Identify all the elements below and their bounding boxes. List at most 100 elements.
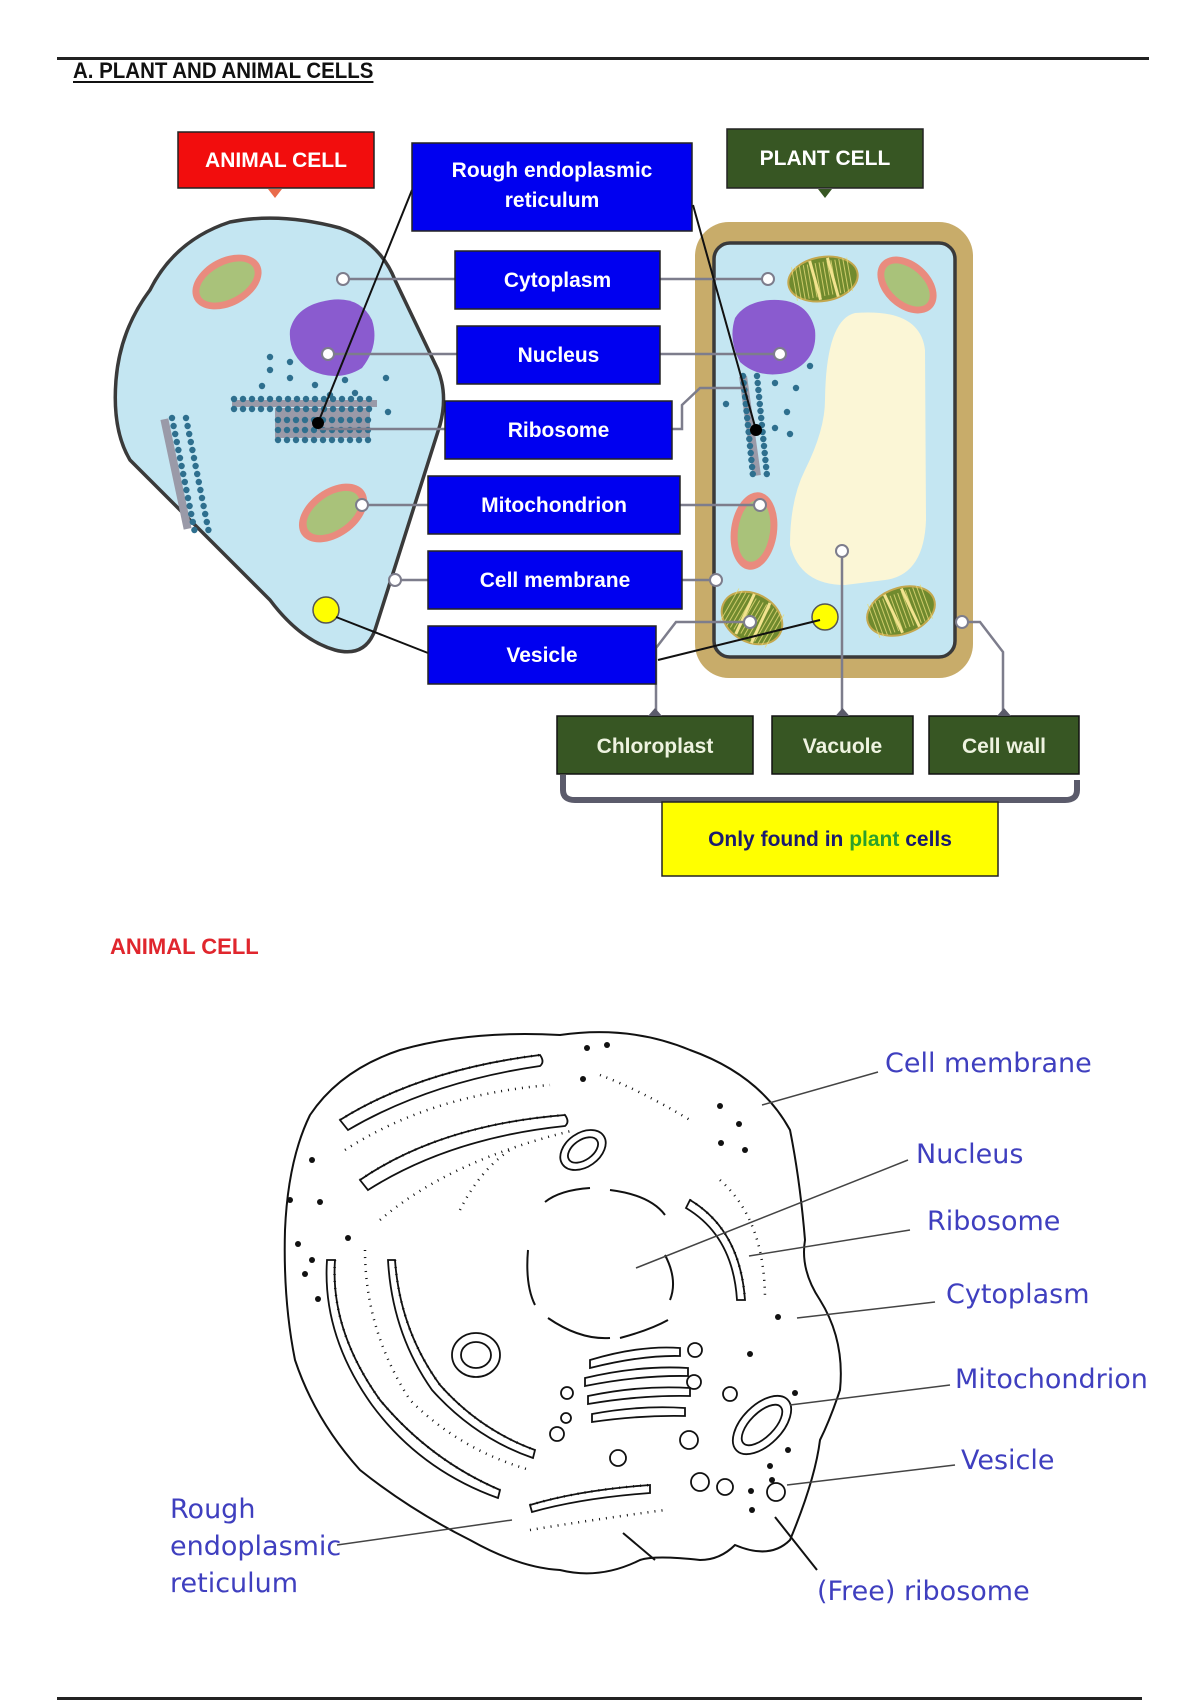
free-ribosome-dot — [775, 1314, 781, 1320]
ribosome-dot — [792, 384, 800, 392]
ribosome-dot — [748, 463, 756, 471]
ribosome-dot — [320, 395, 328, 403]
ribosome-dot — [763, 470, 770, 478]
ribosome-dot — [248, 395, 256, 403]
lower-nucleus-envelope — [526, 1187, 675, 1340]
ribosome-dot — [355, 436, 363, 444]
ribosome-dot — [266, 353, 274, 361]
ribosome-dot — [329, 405, 337, 413]
ribosome-dot — [248, 405, 256, 413]
lower-golgi — [584, 1346, 691, 1424]
free-ribosome-dot — [785, 1447, 791, 1453]
free-ribosome-dot — [604, 1042, 610, 1048]
lower-label-rer-line3: reticulum — [170, 1568, 298, 1599]
label-text-nucleus: Nucleus — [518, 344, 600, 367]
ribosome-dot — [771, 424, 779, 432]
label-text-ribosome: Ribosome — [508, 419, 610, 442]
animal-cell-header-label: ANIMAL CELL — [205, 149, 347, 172]
ribosome-dot — [189, 446, 196, 454]
ribosome-dot — [192, 462, 199, 470]
ribosome-dot — [274, 436, 282, 444]
plant-ribosome-dots — [722, 362, 814, 478]
ribosome-dot — [198, 494, 206, 502]
ribosome-dot — [748, 456, 755, 464]
lower-leader-lines — [336, 1071, 956, 1571]
note-prefix: Only found in — [708, 828, 849, 851]
ribosome-dot — [760, 442, 768, 450]
ribosome-dot — [301, 426, 309, 434]
ribosome-dot — [338, 395, 346, 403]
ribosome-dot — [274, 426, 282, 434]
ribosome-dot — [762, 456, 769, 464]
ribosome-dot — [293, 395, 301, 403]
label-box-cell-membrane: Cell membrane — [427, 550, 683, 610]
note-highlight: plant — [849, 828, 899, 851]
ribosome-dot — [176, 454, 184, 462]
ribosome-dot — [756, 400, 763, 408]
ribosome-dot — [341, 376, 349, 384]
plant-chloroplasts — [719, 255, 936, 648]
plant-only-box-vacuole: Vacuole — [771, 708, 914, 775]
ribosome-dot — [786, 430, 794, 438]
ribosome-dot — [283, 416, 291, 424]
label-box-nucleus: Nucleus — [456, 325, 661, 385]
label-box-vesicle: Vesicle — [427, 625, 657, 685]
ribosome-dot — [758, 414, 765, 422]
ribosome-dot — [175, 446, 182, 454]
ribosome-dot — [311, 395, 319, 403]
ribosome-dot — [757, 407, 764, 415]
pointer-dots — [312, 417, 762, 436]
ribosome-dot — [292, 416, 300, 424]
ribosome-dot — [292, 426, 300, 434]
connector-dots — [321, 272, 969, 629]
note-suffix: cells — [899, 828, 952, 851]
label-text-cell-membrane: Cell membrane — [480, 569, 631, 592]
ribosome-dot — [311, 381, 319, 389]
ribosome-dot — [338, 405, 346, 413]
plant-only-text-chloroplast: Chloroplast — [597, 735, 714, 758]
ribosome-dot — [230, 395, 238, 403]
ribosome-dot — [302, 395, 310, 403]
animal-cell-line-drawing: Cell membrane Nucleus Ribosome Cytoplasm… — [170, 1031, 1148, 1607]
ribosome-dot — [195, 478, 202, 486]
ribosome-dot — [365, 405, 373, 413]
ribosome-dot — [184, 422, 191, 430]
shared-organelle-labels: Rough endoplasmicreticulumCytoplasmNucle… — [411, 142, 693, 685]
ribosome-dot — [754, 379, 761, 387]
ribosome-dot — [384, 408, 392, 416]
ribosome-dot — [310, 436, 318, 444]
ribosome-dot — [806, 362, 814, 370]
ribosome-dot — [266, 405, 274, 413]
lower-vesicles — [549, 1342, 786, 1502]
ribosome-dot — [771, 379, 779, 387]
ribosome-dot — [203, 518, 210, 526]
ribosome-dot — [347, 405, 355, 413]
ribosome-dot — [749, 470, 756, 478]
ribosome-dot — [170, 422, 177, 430]
free-ribosome-dot — [287, 1197, 293, 1203]
ribosome-dot — [182, 414, 190, 422]
plant-only-box-cell-wall: Cell wall — [928, 708, 1080, 775]
ribosome-dot — [743, 407, 750, 415]
ribosome-dot — [173, 438, 180, 446]
ribosome-dot — [301, 416, 309, 424]
ribosome-dot — [722, 400, 730, 408]
ribosome-dot — [186, 502, 193, 510]
ribosome-dot — [337, 436, 345, 444]
free-ribosome-dot — [767, 1463, 773, 1469]
plant-vacuole — [790, 312, 926, 585]
ribosome-dot — [286, 374, 294, 382]
ribosome-dot — [382, 374, 390, 382]
plant-mitochondrion-left-inner — [737, 500, 771, 562]
free-ribosome-dot — [295, 1241, 301, 1247]
animal-vesicle — [312, 596, 340, 624]
ribosome-dot — [188, 510, 195, 518]
free-ribosome-dot — [345, 1235, 351, 1241]
lower-label-cell-membrane: Cell membrane — [885, 1048, 1092, 1079]
ribosome-dot — [205, 526, 212, 534]
label-text-rer: Rough endoplasmic — [452, 159, 653, 182]
ribosome-dot — [191, 526, 198, 534]
ribosome-dot — [356, 405, 364, 413]
ribosome-dot — [347, 395, 355, 403]
plant-only-text-vacuole: Vacuole — [803, 735, 882, 758]
